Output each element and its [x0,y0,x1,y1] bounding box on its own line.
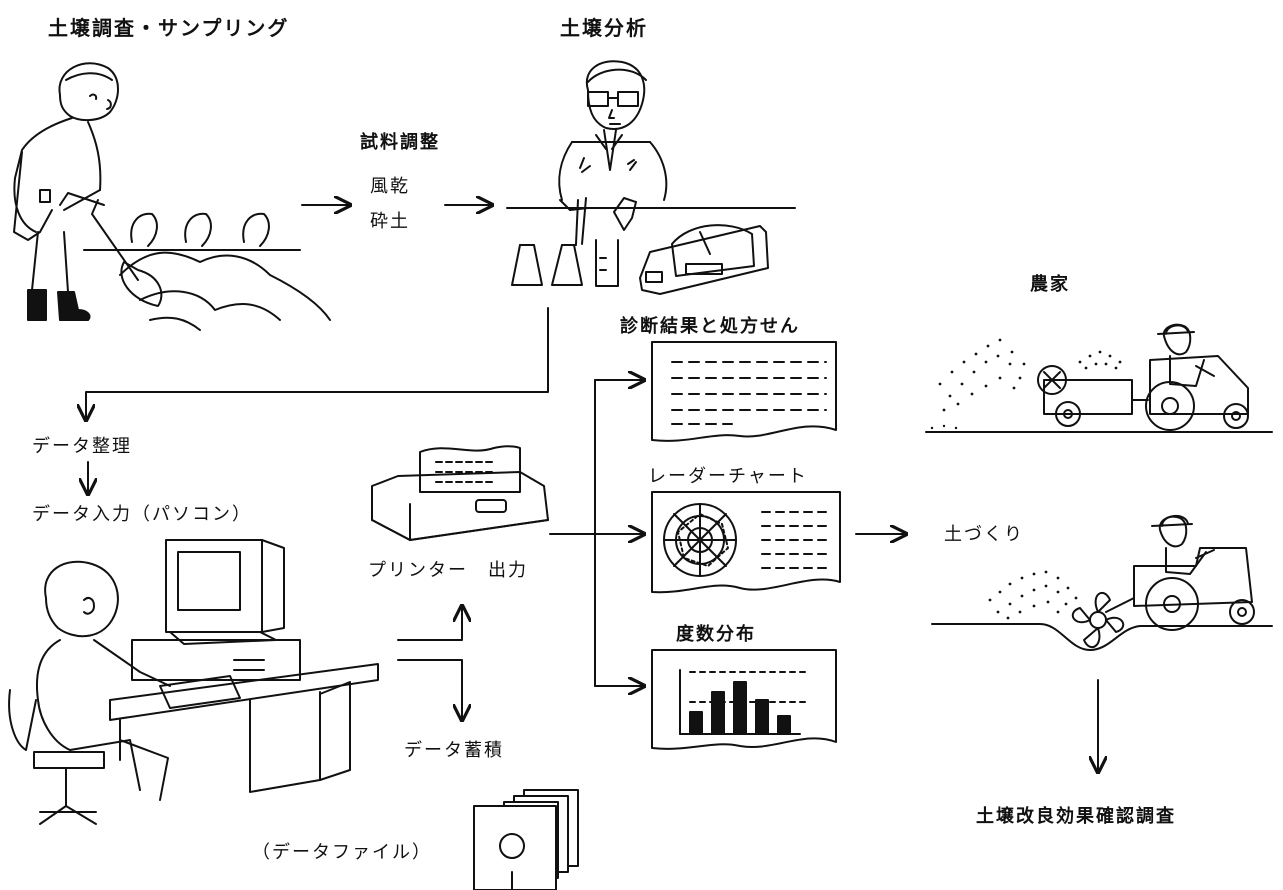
diagnosis-sheet-illustration [652,342,836,441]
data-store-label: データ蓄積 [404,740,504,761]
farmer-label: 農家 [1030,274,1070,295]
arrow-to-data-organize [86,308,548,420]
farmer-spreading-illustration [926,325,1272,432]
air-dry-label: 風乾 [370,176,410,197]
sample-prep-label: 試料調整 [360,132,440,153]
improvement-check-label: 土壌改良効果確認調査 [976,806,1176,827]
soil-sampling-person-illustration [14,63,330,330]
arrow-to-printer [398,606,462,640]
radar-chart-label: レーダーチャート [648,466,808,487]
printer-illustration [372,446,548,540]
computer-operator-illustration [9,540,378,824]
farmer-tilling-illustration [932,516,1272,650]
soil-analysis-label: 土壌分析 [560,16,648,40]
arrow-to-data-store [398,660,462,720]
printer-output-label: プリンター 出力 [368,560,528,581]
soil-survey-label: 土壌調査・サンプリング [48,16,290,40]
radar-chart-sheet-illustration [652,492,840,592]
diagnosis-result-label: 診断結果と処方せん [620,316,800,337]
data-organize-label: データ整理 [32,436,132,457]
soil-analyst-illustration [507,61,795,294]
frequency-sheet-illustration [652,650,836,749]
data-file-label: （データファイル） [252,842,432,863]
data-file-floppy-illustration [474,790,578,890]
soil-making-label: 土づくり [944,524,1024,545]
frequency-distribution-label: 度数分布 [676,624,756,645]
crush-label: 砕土 [370,211,410,232]
